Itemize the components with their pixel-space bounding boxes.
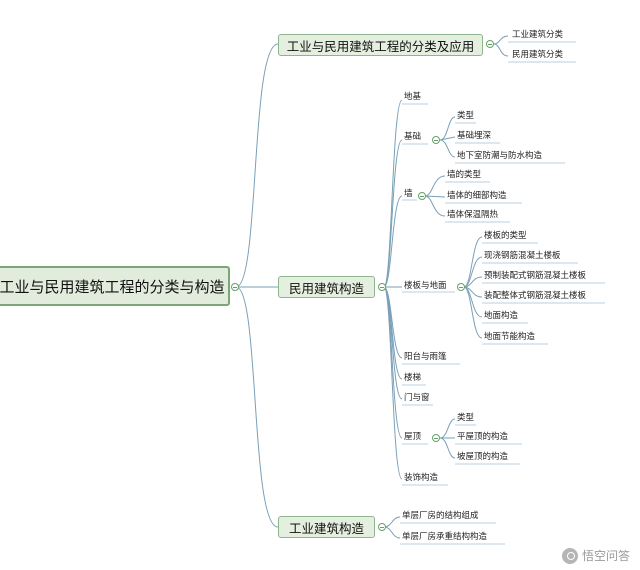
leaf-node[interactable]: 楼梯: [404, 373, 422, 383]
branch-top-node[interactable]: 工业与民用建筑工程的分类及应用: [278, 34, 483, 56]
branch-mid-node[interactable]: 民用建筑构造: [278, 276, 375, 298]
leaf-node[interactable]: 预制装配式钢筋混凝土楼板: [484, 271, 587, 281]
root-node[interactable]: 工业与民用建筑工程的分类与构造: [0, 266, 230, 306]
collapse-toggle-icon[interactable]: [231, 283, 239, 291]
leaf-node[interactable]: 阳台与雨篷: [404, 352, 447, 362]
leaf-node[interactable]: 地面节能构造: [484, 332, 536, 342]
leaf-node[interactable]: 地基: [404, 92, 422, 102]
leaf-node[interactable]: 工业建筑分类: [512, 30, 564, 40]
node-jichu[interactable]: 基础: [404, 132, 422, 142]
leaf-node[interactable]: 墙体的细部构造: [447, 191, 507, 201]
leaf-node[interactable]: 民用建筑分类: [512, 50, 564, 60]
collapse-toggle-icon[interactable]: [486, 40, 494, 48]
collapse-toggle-icon[interactable]: [432, 434, 440, 442]
collapse-toggle-icon[interactable]: [457, 283, 465, 291]
watermark: 悟空问答: [561, 547, 630, 564]
node-wuding[interactable]: 屋顶: [404, 432, 422, 442]
branch-mid-label: 民用建筑构造: [288, 280, 364, 296]
root-label: 工业与民用建筑工程的分类与构造: [0, 277, 225, 296]
branch-top-label: 工业与民用建筑工程的分类及应用: [286, 38, 475, 54]
collapse-toggle-icon[interactable]: [378, 523, 386, 531]
node-qiang[interactable]: 墙: [404, 189, 413, 199]
leaf-node[interactable]: 装饰构造: [404, 473, 439, 483]
leaf-node[interactable]: 单层厂房承重结构构造: [402, 532, 488, 542]
leaf-node[interactable]: 墙的类型: [447, 170, 482, 180]
leaf-node[interactable]: 楼板的类型: [484, 231, 527, 241]
leaf-node[interactable]: 单层厂房的结构组成: [402, 511, 479, 521]
collapse-toggle-icon[interactable]: [418, 192, 426, 200]
collapse-toggle-icon[interactable]: [432, 136, 440, 144]
branch-bottom-label: 工业建筑构造: [288, 520, 364, 536]
leaf-node[interactable]: 类型: [457, 413, 475, 423]
branch-bottom-node[interactable]: 工业建筑构造: [278, 516, 375, 538]
watermark-logo-icon: [561, 547, 578, 564]
leaf-node[interactable]: 地面构造: [484, 311, 519, 321]
leaf-node[interactable]: 类型: [457, 111, 475, 121]
node-louban[interactable]: 楼板与地面: [404, 281, 447, 291]
leaf-node[interactable]: 现浇钢筋混凝土楼板: [484, 251, 561, 261]
leaf-node[interactable]: 墙体保温隔热: [447, 210, 499, 220]
collapse-toggle-icon[interactable]: [378, 283, 386, 291]
leaf-node[interactable]: 地下室防潮与防水构造: [457, 151, 543, 161]
leaf-node[interactable]: 装配整体式钢筋混凝土楼板: [484, 291, 587, 301]
watermark-text: 悟空问答: [581, 549, 630, 563]
leaf-node[interactable]: 坡屋顶的构造: [457, 452, 509, 462]
leaf-node[interactable]: 门与窗: [404, 393, 430, 403]
leaf-node[interactable]: 基础埋深: [457, 131, 492, 141]
leaf-node[interactable]: 平屋顶的构造: [457, 432, 509, 442]
